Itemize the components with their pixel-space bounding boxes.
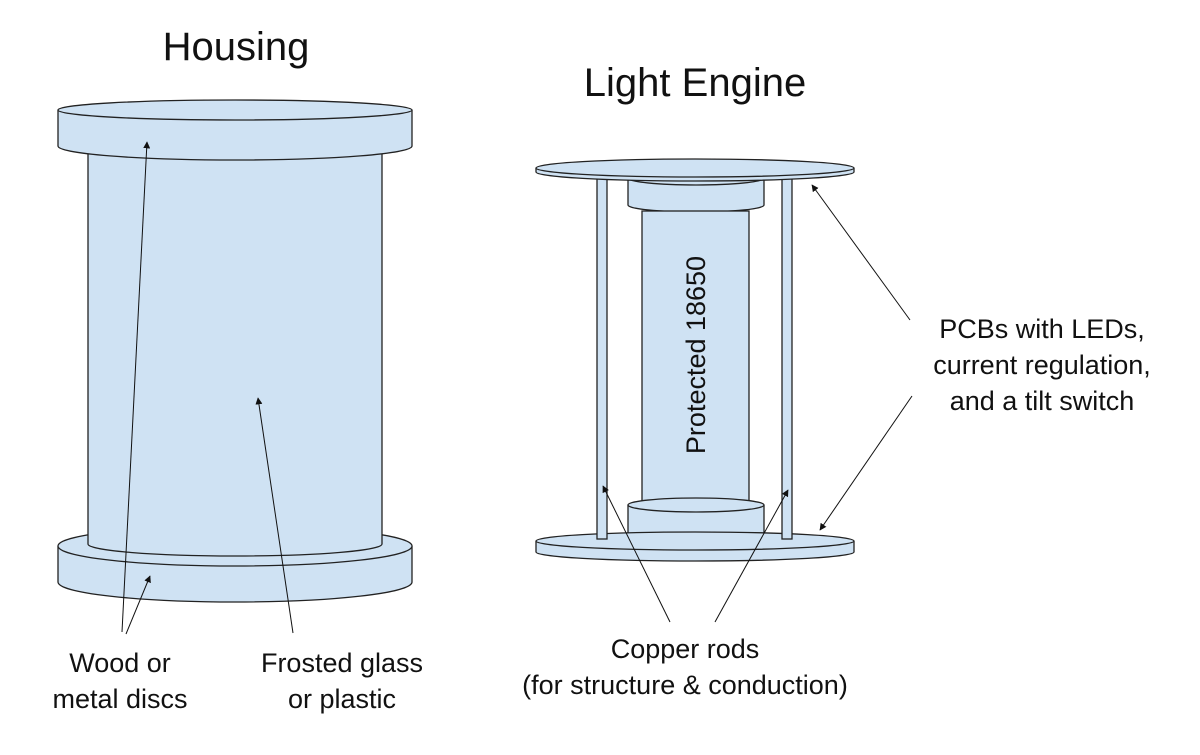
rods-arrows bbox=[602, 485, 789, 623]
rods-label: Copper rods (for structure & conduction) bbox=[522, 634, 848, 700]
pcb-label-line-1: PCBs with LEDs, bbox=[939, 314, 1145, 344]
rods-label-line-1: Copper rods bbox=[611, 634, 760, 664]
pcb-label-line-2: current regulation, bbox=[933, 350, 1151, 380]
housing-title: Housing bbox=[163, 25, 310, 69]
rods-label-line-2: (for structure & conduction) bbox=[522, 670, 848, 700]
bottom-pcb-disc bbox=[535, 531, 855, 562]
pcb-label-line-3: and a tilt switch bbox=[950, 386, 1135, 416]
battery-label: Protected 18650 bbox=[681, 256, 711, 454]
top-pcb-disc bbox=[535, 158, 855, 182]
copper-rod-right bbox=[781, 172, 793, 540]
battery-body bbox=[641, 210, 750, 506]
discs-label-line-1: Wood or bbox=[69, 648, 171, 678]
glass-label-line-1: Frosted glass bbox=[261, 648, 423, 678]
light-engine-title: Light Engine bbox=[584, 61, 806, 105]
housing-top-disc bbox=[57, 99, 413, 161]
pcb-arrows bbox=[811, 184, 913, 531]
discs-label-line-2: metal discs bbox=[52, 684, 187, 714]
glass-label-line-2: or plastic bbox=[288, 684, 396, 714]
housing-glass-cylinder bbox=[87, 141, 383, 557]
pcb-label: PCBs with LEDs, current regulation, and … bbox=[933, 314, 1151, 416]
discs-arrows bbox=[121, 141, 151, 635]
copper-rod-left bbox=[596, 172, 608, 540]
glass-arrow bbox=[255, 397, 294, 634]
discs-label: Wood or metal discs bbox=[52, 648, 187, 714]
glass-label: Frosted glass or plastic bbox=[261, 648, 423, 714]
